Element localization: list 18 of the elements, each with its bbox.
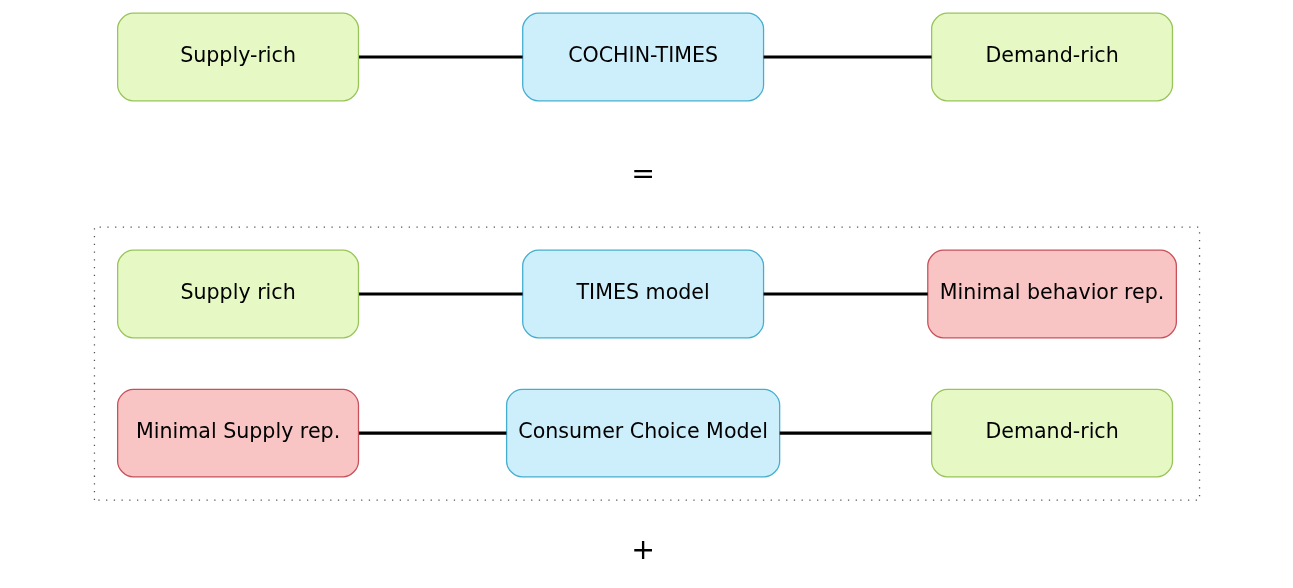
node-box: Consumer Choice Model: [505, 388, 780, 478]
cluster: [93, 226, 1200, 501]
connector: [358, 292, 523, 296]
connector: [763, 55, 932, 59]
node-box: Supply-rich: [116, 12, 359, 102]
node-box: TIMES model: [521, 249, 764, 339]
node-box: Minimal behavior rep.: [926, 249, 1177, 339]
connector: [763, 292, 928, 296]
node-box: Supply rich: [116, 249, 359, 339]
connector: [779, 431, 931, 435]
connector: [358, 431, 506, 435]
node-box: Demand-rich: [930, 388, 1173, 478]
node-box: Demand-rich: [930, 12, 1173, 102]
node-box: Minimal Supply rep.: [116, 388, 359, 478]
label: =: [630, 156, 655, 190]
connector: [358, 55, 523, 59]
label: +: [630, 532, 655, 566]
node-box: COCHIN-TIMES: [521, 12, 764, 102]
